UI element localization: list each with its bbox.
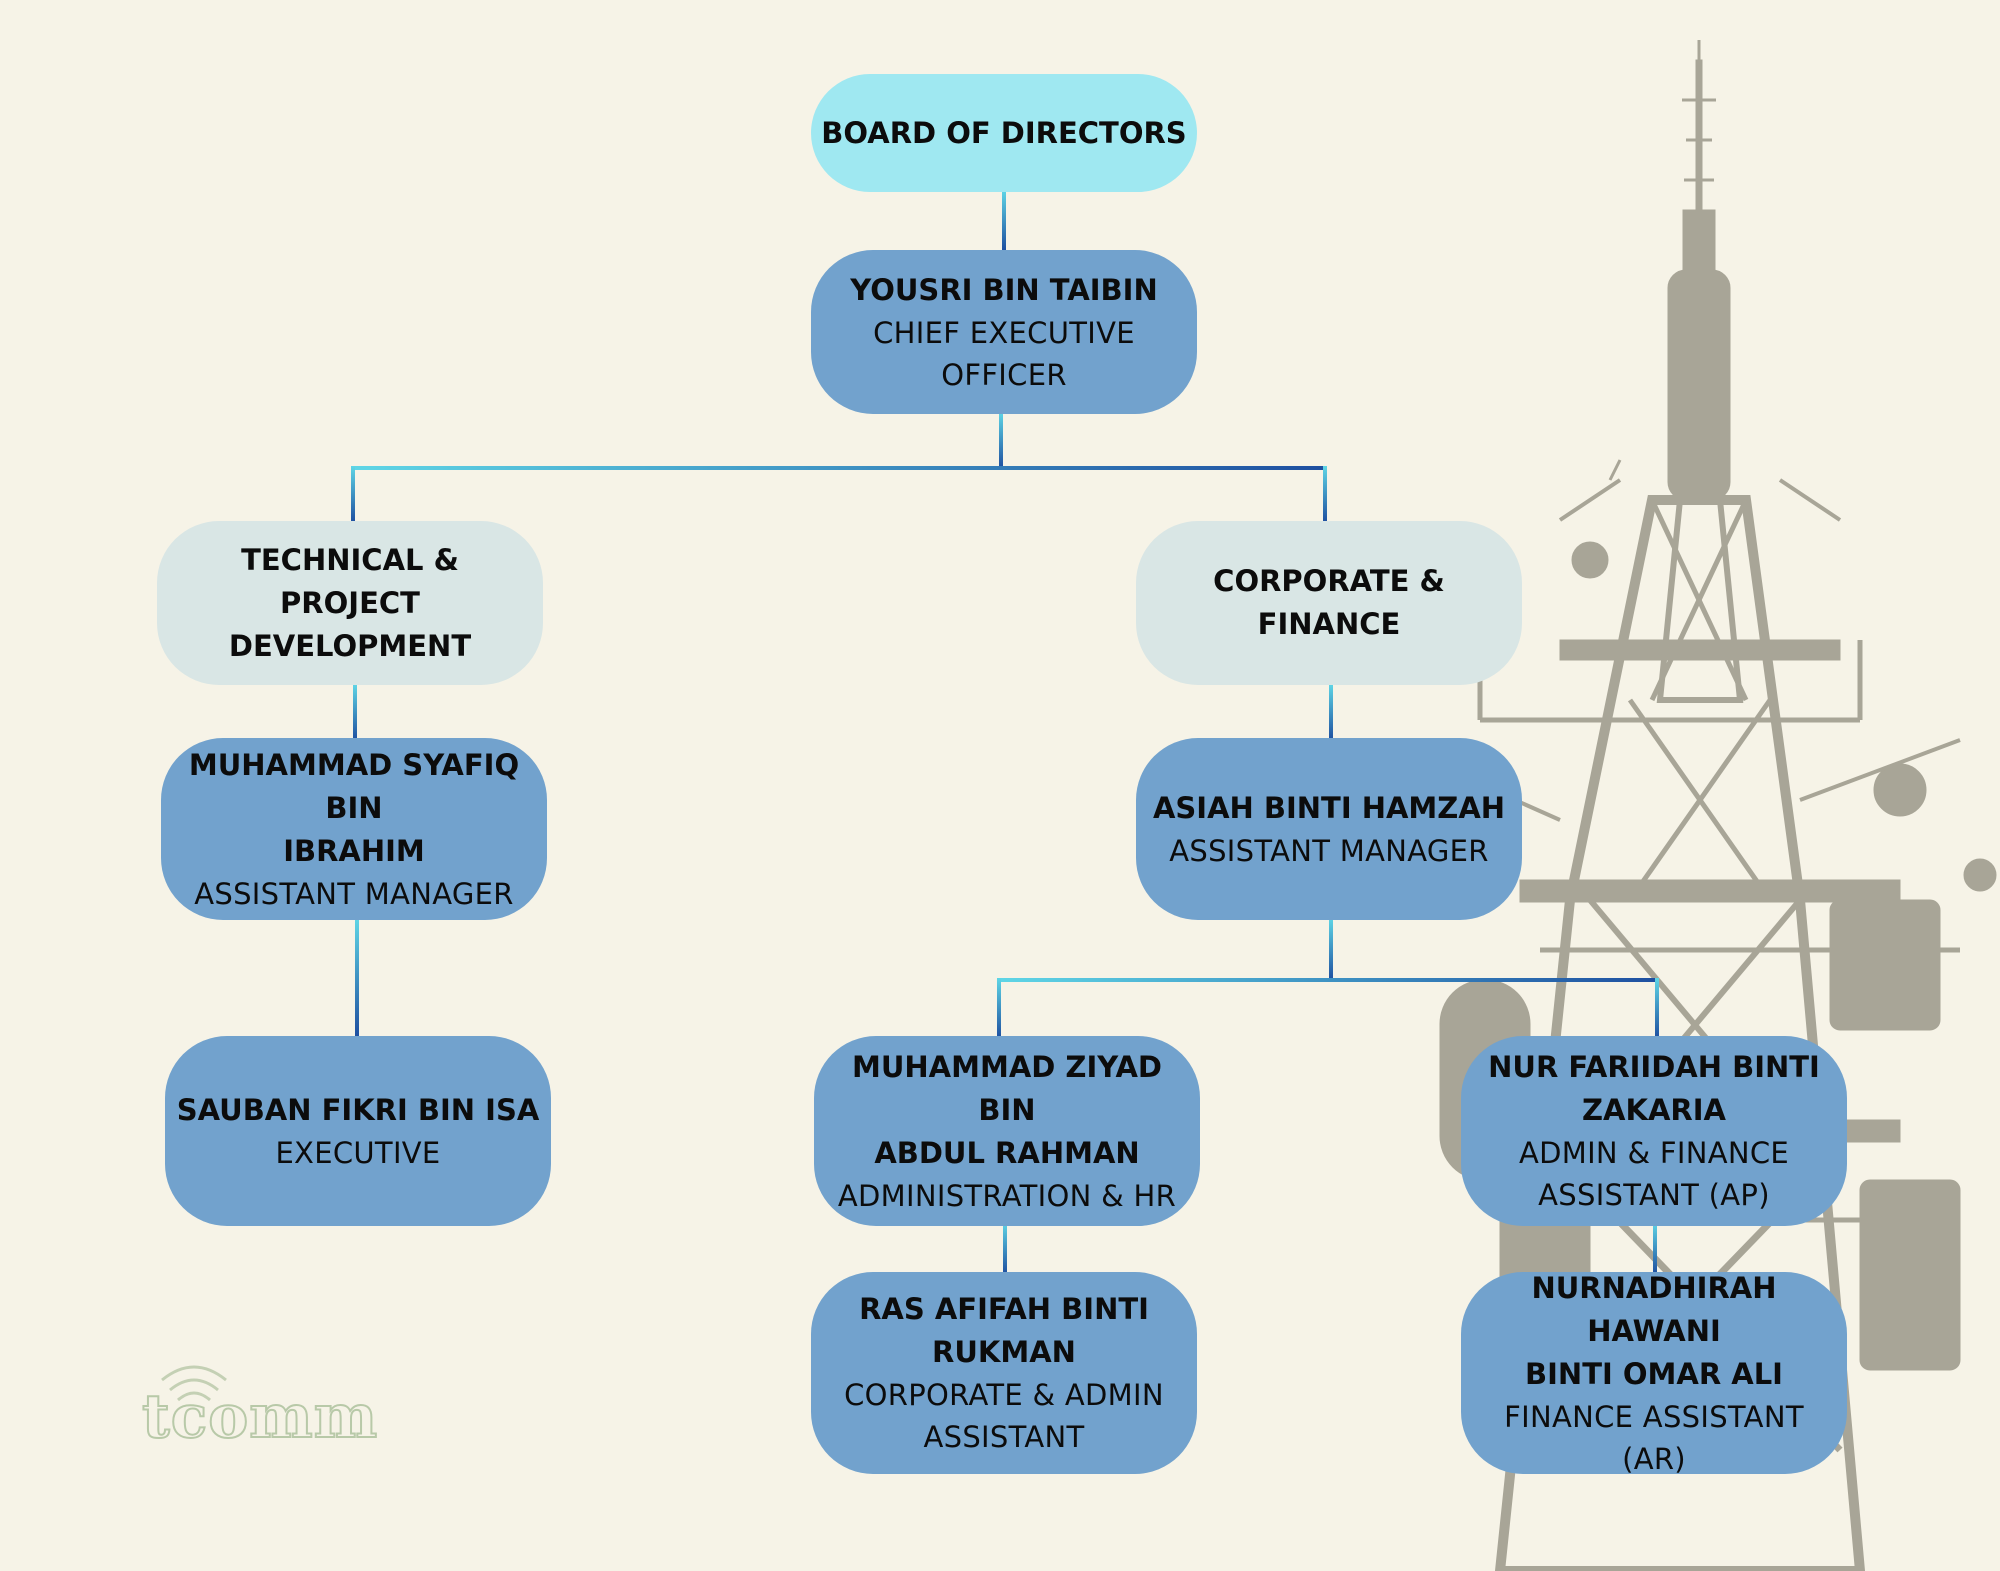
node-name: NUR FARIIDAH BINTI ZAKARIA bbox=[1488, 1050, 1820, 1127]
node-role: FINANCE ASSISTANT (AR) bbox=[1504, 1399, 1804, 1476]
connector-corporate-down bbox=[1329, 918, 1333, 980]
node-admin-finance-assistant: NUR FARIIDAH BINTI ZAKARIA ADMIN & FINAN… bbox=[1461, 1036, 1847, 1226]
tcomm-logo: tcomm bbox=[90, 1360, 378, 1470]
connector-to-technical bbox=[351, 466, 355, 522]
node-technical-manager: MUHAMMAD SYAFIQ BIN IBRAHIM ASSISTANT MA… bbox=[161, 738, 547, 920]
logo-text: tcomm bbox=[141, 1381, 379, 1453]
node-ceo: YOUSRI BIN TAIBIN CHIEF EXECUTIVE OFFICE… bbox=[811, 250, 1197, 414]
connector-staff-bar bbox=[997, 978, 1659, 982]
node-corporate-manager: ASIAH BINTI HAMZAH ASSISTANT MANAGER bbox=[1136, 738, 1522, 920]
node-name: TECHNICAL & PROJECT DEVELOPMENT bbox=[228, 542, 472, 663]
node-role: CORPORATE & ADMIN ASSISTANT bbox=[844, 1378, 1164, 1454]
connector-ziyad-afifah bbox=[1003, 1222, 1007, 1274]
node-name: MUHAMMAD ZIYAD BIN ABDUL RAHMAN bbox=[851, 1049, 1162, 1170]
node-dept-technical: TECHNICAL & PROJECT DEVELOPMENT bbox=[157, 521, 543, 685]
node-administration-hr: MUHAMMAD ZIYAD BIN ABDUL RAHMAN ADMINIST… bbox=[814, 1036, 1200, 1226]
signal-icon bbox=[161, 1365, 227, 1402]
node-role: EXECUTIVE bbox=[275, 1135, 441, 1170]
connector-corporate-manager bbox=[1329, 684, 1333, 740]
connector-to-corporate bbox=[1323, 466, 1327, 522]
node-name: ASIAH BINTI HAMZAH bbox=[1152, 790, 1506, 825]
connector-technical-manager bbox=[353, 684, 357, 740]
node-corporate-admin-assistant: RAS AFIFAH BINTI RUKMAN CORPORATE & ADMI… bbox=[811, 1272, 1197, 1474]
node-name: BOARD OF DIRECTORS bbox=[821, 115, 1187, 150]
node-role: ADMINISTRATION & HR bbox=[837, 1178, 1177, 1213]
node-board-of-directors: BOARD OF DIRECTORS bbox=[811, 74, 1197, 192]
connector-dept-bar bbox=[351, 466, 1327, 470]
connector-manager-executive bbox=[355, 918, 359, 1036]
connector-fariidah-nurnadhirah bbox=[1653, 1222, 1657, 1274]
node-role: ADMIN & FINANCE ASSISTANT (AP) bbox=[1518, 1136, 1790, 1212]
connector-to-fariidah bbox=[1655, 978, 1659, 1038]
node-name: SAUBAN FIKRI BIN ISA bbox=[176, 1092, 540, 1127]
node-role: ASSISTANT MANAGER bbox=[1169, 833, 1489, 868]
node-name: NURNADHIRAH HAWANI BINTI OMAR ALI bbox=[1525, 1270, 1783, 1391]
node-name: YOUSRI BIN TAIBIN bbox=[850, 272, 1158, 307]
node-dept-corporate: CORPORATE & FINANCE bbox=[1136, 521, 1522, 685]
node-technical-executive: SAUBAN FIKRI BIN ISA EXECUTIVE bbox=[165, 1036, 551, 1226]
node-role: ASSISTANT MANAGER bbox=[194, 876, 514, 911]
node-name: RAS AFIFAH BINTI RUKMAN bbox=[859, 1292, 1149, 1369]
node-name: CORPORATE & FINANCE bbox=[1213, 564, 1445, 641]
connector-to-ziyad bbox=[997, 978, 1001, 1038]
node-role: CHIEF EXECUTIVE OFFICER bbox=[873, 315, 1135, 392]
node-finance-assistant: NURNADHIRAH HAWANI BINTI OMAR ALI FINANC… bbox=[1461, 1271, 1847, 1476]
connector-board-ceo bbox=[1002, 190, 1006, 250]
connector-ceo-down bbox=[999, 412, 1003, 468]
node-name: MUHAMMAD SYAFIQ BIN IBRAHIM bbox=[188, 747, 520, 868]
